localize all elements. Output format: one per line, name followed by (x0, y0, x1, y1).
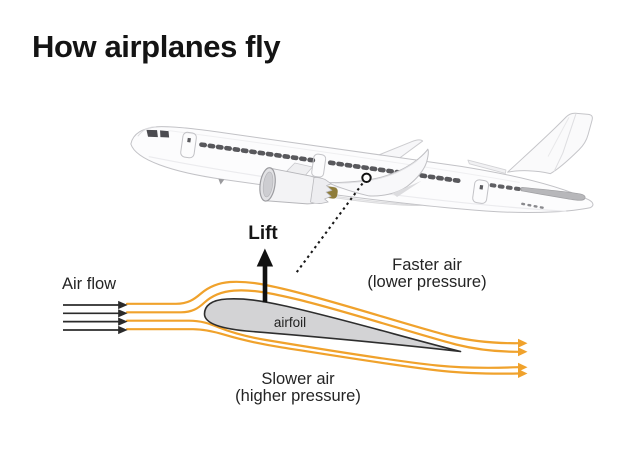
streamline-arrowhead-icon (518, 347, 528, 357)
streamline-bottom-outer (125, 328, 520, 375)
near-wing (326, 148, 429, 197)
tail-fin (507, 112, 593, 175)
rear-door (472, 179, 490, 204)
streamline-arrowheads (518, 338, 528, 378)
airflow-arrowhead-icon (118, 325, 128, 335)
airflow-arrowhead-icon (118, 317, 128, 326)
airflow-arrows (63, 300, 128, 335)
rear-door-window (479, 184, 484, 190)
faster-air-label: Faster air (lower pressure) (347, 257, 507, 291)
slower-air-label: Slower air (higher pressure) (218, 371, 378, 405)
front-door (180, 131, 197, 159)
airfoil-shape (203, 298, 462, 353)
streamline-bottom-inner (125, 319, 520, 369)
front-door-window (187, 137, 191, 143)
streamline-arrowhead-icon (518, 369, 528, 378)
slower-air-line2: (higher pressure) (235, 387, 361, 405)
fin-panel-line (547, 117, 570, 157)
lift-label: Lift (248, 223, 278, 244)
streamline-arrowhead-icon (518, 338, 528, 348)
page-title: How airplanes fly (32, 29, 281, 64)
streamline-top-inner (125, 289, 520, 353)
flap-track-fairing (392, 180, 422, 198)
wing-crease-line (334, 160, 418, 184)
wing-callout-marker (361, 172, 372, 184)
nose-radome-seam (137, 126, 156, 137)
near-stabilizer (520, 186, 586, 201)
faster-air-line1: Faster air (392, 256, 462, 274)
far-stabilizer (467, 159, 507, 174)
airflow-arrowhead-icon (118, 300, 128, 310)
streamline-arrowhead-icon (518, 362, 528, 372)
airfoil-label: airfoil (273, 315, 307, 330)
window-row-rear (489, 183, 522, 192)
tail-window-dots (521, 202, 549, 210)
streamlines (125, 280, 520, 375)
airplane-illustration (130, 112, 594, 214)
airflow-arrowhead-icon (118, 309, 128, 318)
faster-air-line2: (lower pressure) (367, 273, 487, 291)
callout-dotted-line (295, 182, 364, 274)
far-wing (376, 139, 424, 161)
engine-intake-inner (262, 171, 274, 198)
fuselage (130, 126, 594, 214)
streamline-top-outer (125, 280, 520, 345)
belly-antenna (218, 178, 225, 185)
mid-door (311, 153, 327, 178)
slower-air-line1: Slower air (261, 370, 335, 388)
rudder-line (553, 113, 577, 172)
lift-arrow-icon (256, 248, 274, 303)
fuselage-top-highlight (167, 130, 520, 183)
airflow-label: Air flow (62, 275, 117, 293)
window-row-front (199, 142, 319, 164)
engine-chevron-nozzle (310, 176, 333, 204)
cockpit-windows (146, 129, 170, 138)
